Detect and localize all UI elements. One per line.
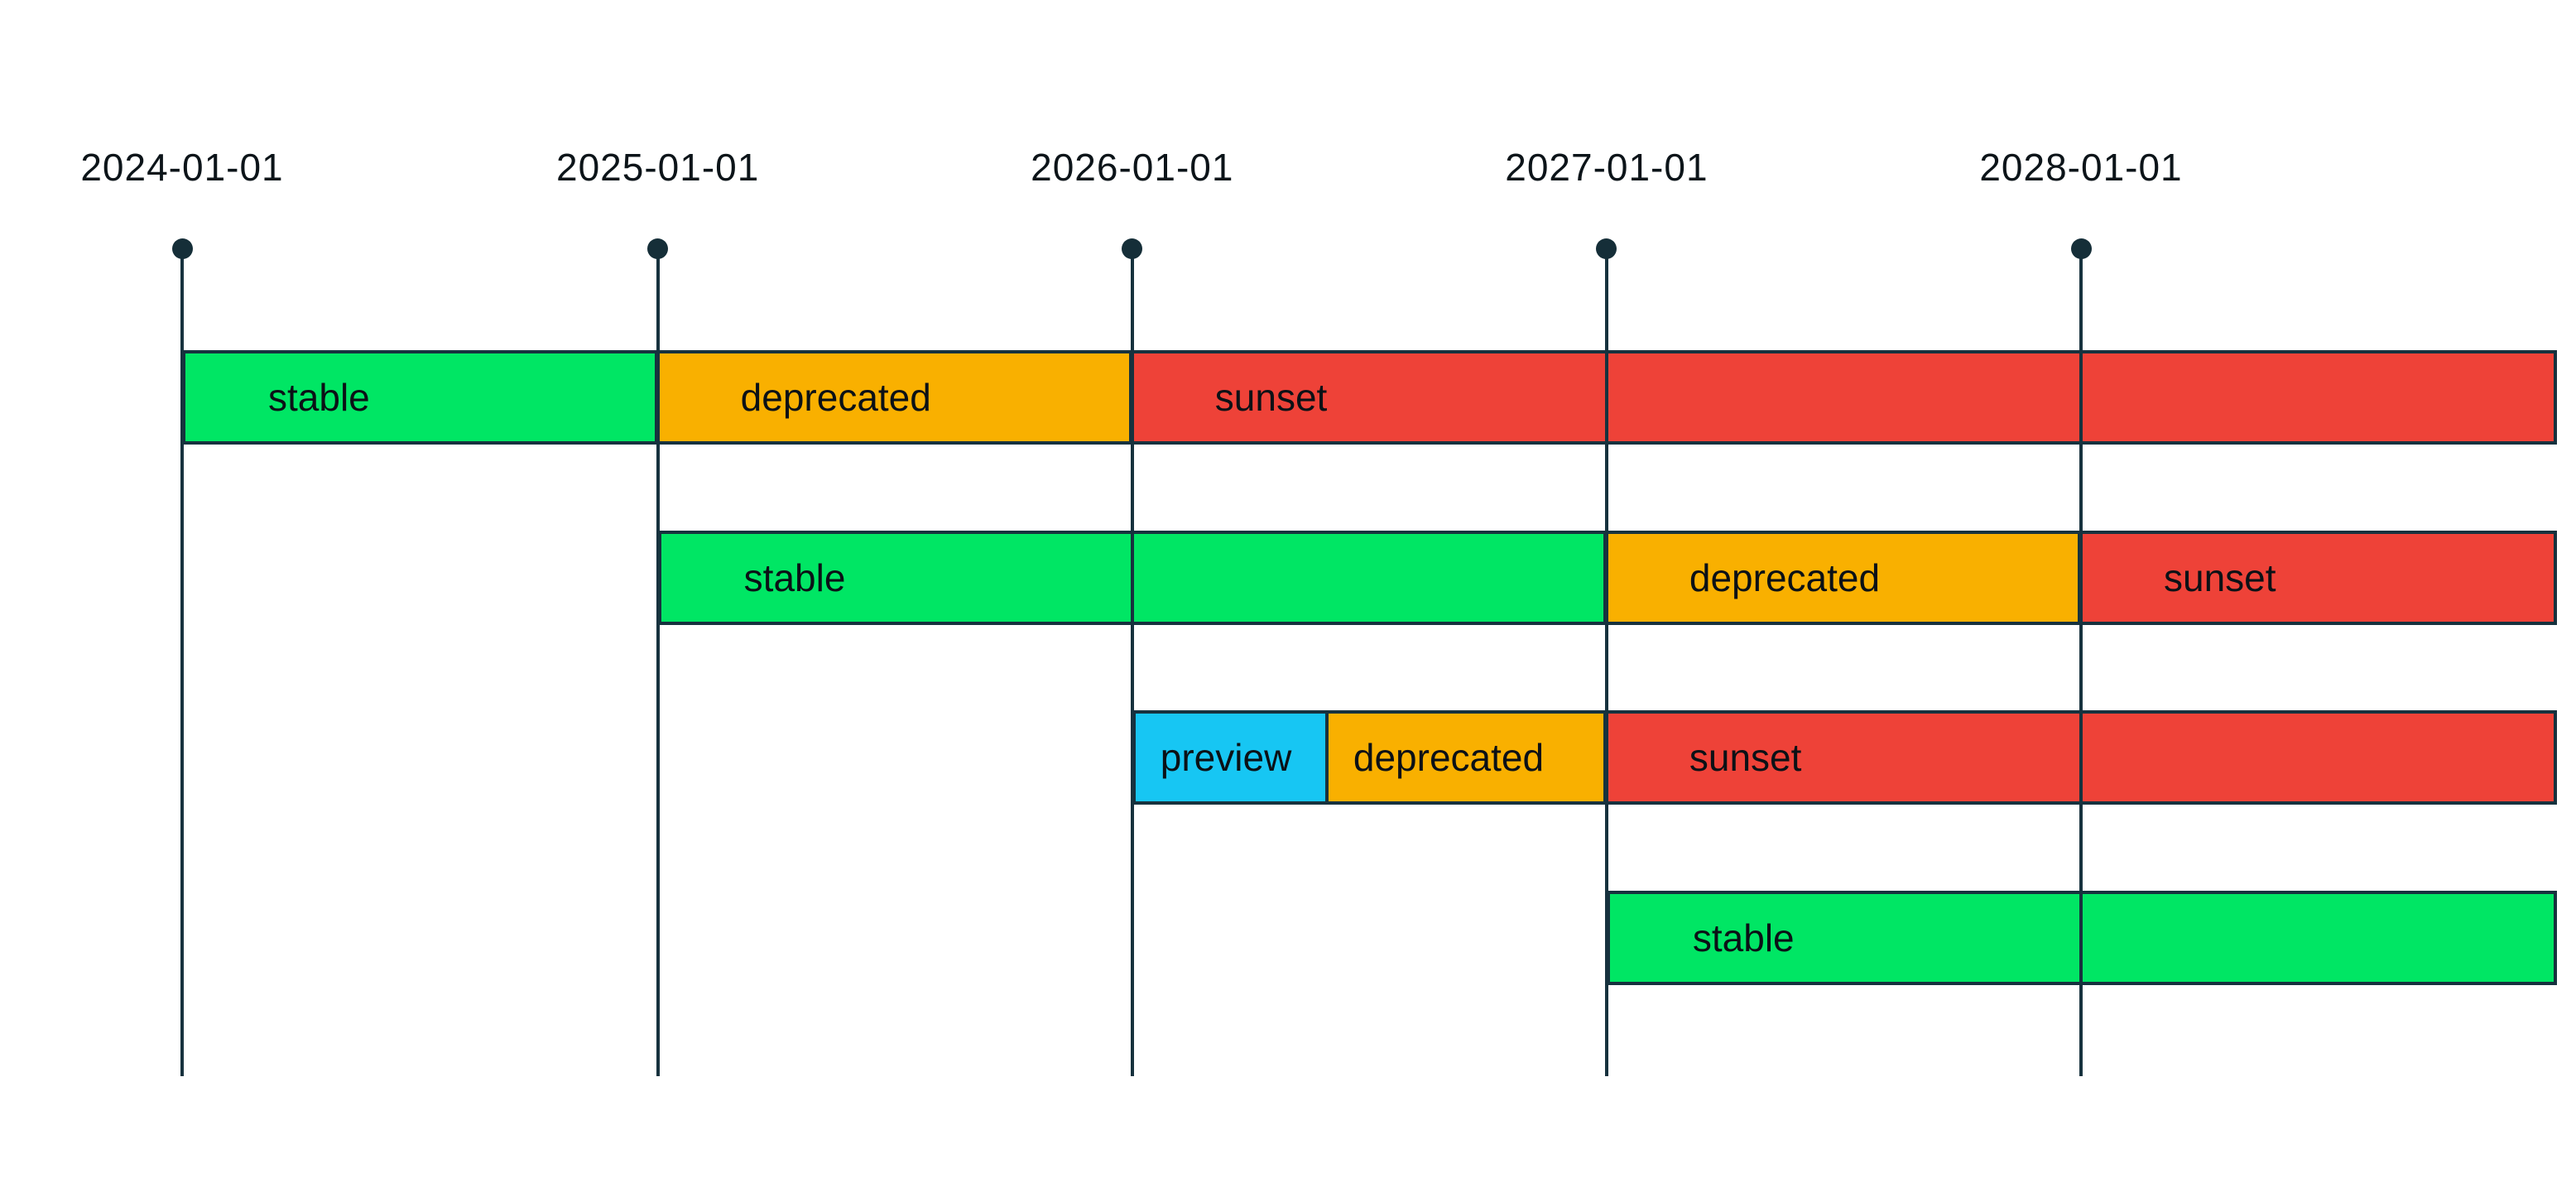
timeline-gridline (180, 248, 184, 1076)
segment-deprecated: deprecated (1324, 710, 1607, 805)
timeline-gridline (2079, 248, 2083, 1076)
segment-sunset: sunset (1128, 350, 2557, 445)
segment-deprecated: deprecated (654, 350, 1132, 445)
segment-label: stable (1692, 916, 1795, 959)
tick-date-label: 2024-01-01 (80, 146, 284, 189)
segment-deprecated: deprecated (1603, 531, 2081, 625)
milestone-dot-icon (2070, 238, 2092, 259)
segment-label: sunset (1689, 736, 1802, 779)
timeline-gridline (1604, 248, 1608, 1076)
tick-date-label: 2027-01-01 (1505, 146, 1709, 189)
segment-stable: stable (182, 350, 658, 445)
milestone-dot-icon (647, 238, 669, 259)
segment-sunset: sunset (2078, 531, 2557, 625)
segment-label: deprecated (1689, 556, 1881, 599)
segment-label: sunset (1214, 376, 1328, 419)
timeline-gridline (656, 248, 660, 1076)
segment-label: deprecated (740, 376, 931, 419)
milestone-dot-icon (1596, 238, 1617, 259)
tick-date-label: 2026-01-01 (1031, 146, 1234, 189)
segment-label: stable (268, 376, 370, 419)
milestone-dot-icon (171, 238, 193, 259)
segment-preview: preview (1132, 710, 1329, 805)
timeline-gridline (1130, 248, 1134, 1076)
tick-date-label: 2028-01-01 (1979, 146, 2183, 189)
tick-date-label: 2025-01-01 (556, 146, 760, 189)
segment-label: preview (1160, 736, 1292, 779)
segment-label: stable (743, 556, 846, 599)
segment-label: deprecated (1353, 736, 1545, 779)
segment-label: sunset (2164, 556, 2276, 599)
milestone-dot-icon (1122, 238, 1143, 259)
